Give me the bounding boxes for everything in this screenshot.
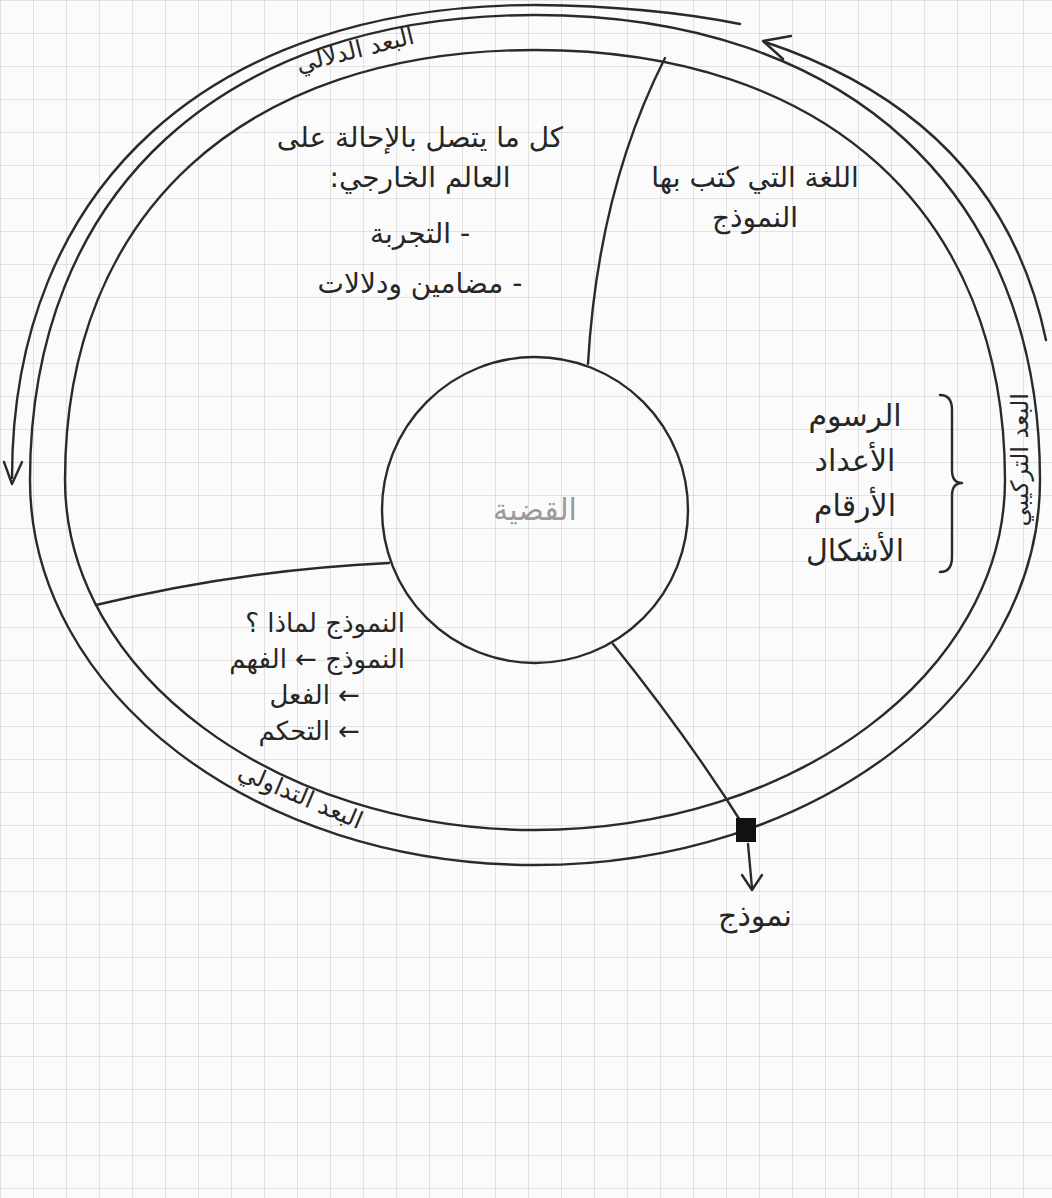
node-text: كل ما يتصل بالإحالة على العالم الخارجي: — [240, 118, 600, 198]
node-text: ← التحكم — [190, 714, 360, 748]
node-text: الأعداد — [780, 440, 930, 482]
arrow-head — [742, 875, 762, 890]
outer-ring — [30, 15, 1040, 865]
core-circle: القضية — [380, 355, 690, 665]
pragmatic-sector: النموذج لماذا ؟النموذج ← الفهم← الفعل← ا… — [190, 600, 410, 754]
node-text: - التجربة — [240, 214, 600, 254]
divider-line — [613, 644, 745, 828]
output-block — [736, 818, 756, 842]
node-text: القضية — [380, 490, 690, 530]
cycle-arrow — [12, 5, 740, 478]
node-text: اللغة التي كتب بها النموذج — [650, 158, 860, 238]
arrow-head — [763, 36, 791, 59]
node-text: الأرقام — [780, 485, 930, 527]
semantic-sector: كل ما يتصل بالإحالة على العالم الخارجي: -… — [230, 112, 610, 310]
divider-line — [588, 58, 665, 364]
node-text: الرسوم — [780, 395, 930, 437]
node-text: - مضامين ودلالات — [240, 264, 600, 304]
node-text: النموذج ← الفهم — [190, 642, 405, 676]
syntactic-sector: اللغة التي كتب بها النموذجالرسومالأعدادا… — [640, 150, 940, 578]
dimension-label: البعد التركيبي — [1007, 393, 1035, 526]
divider-line — [96, 563, 389, 605]
output-arrow — [748, 844, 752, 888]
output-label: نموذج — [718, 899, 792, 934]
curly-brace — [940, 395, 962, 572]
node-text: ← الفعل — [190, 678, 360, 712]
node-text: الأشكال — [780, 530, 930, 572]
arrow-head — [4, 462, 22, 484]
inner-ring — [65, 50, 1005, 830]
node-text: النموذج لماذا ؟ — [190, 606, 405, 640]
